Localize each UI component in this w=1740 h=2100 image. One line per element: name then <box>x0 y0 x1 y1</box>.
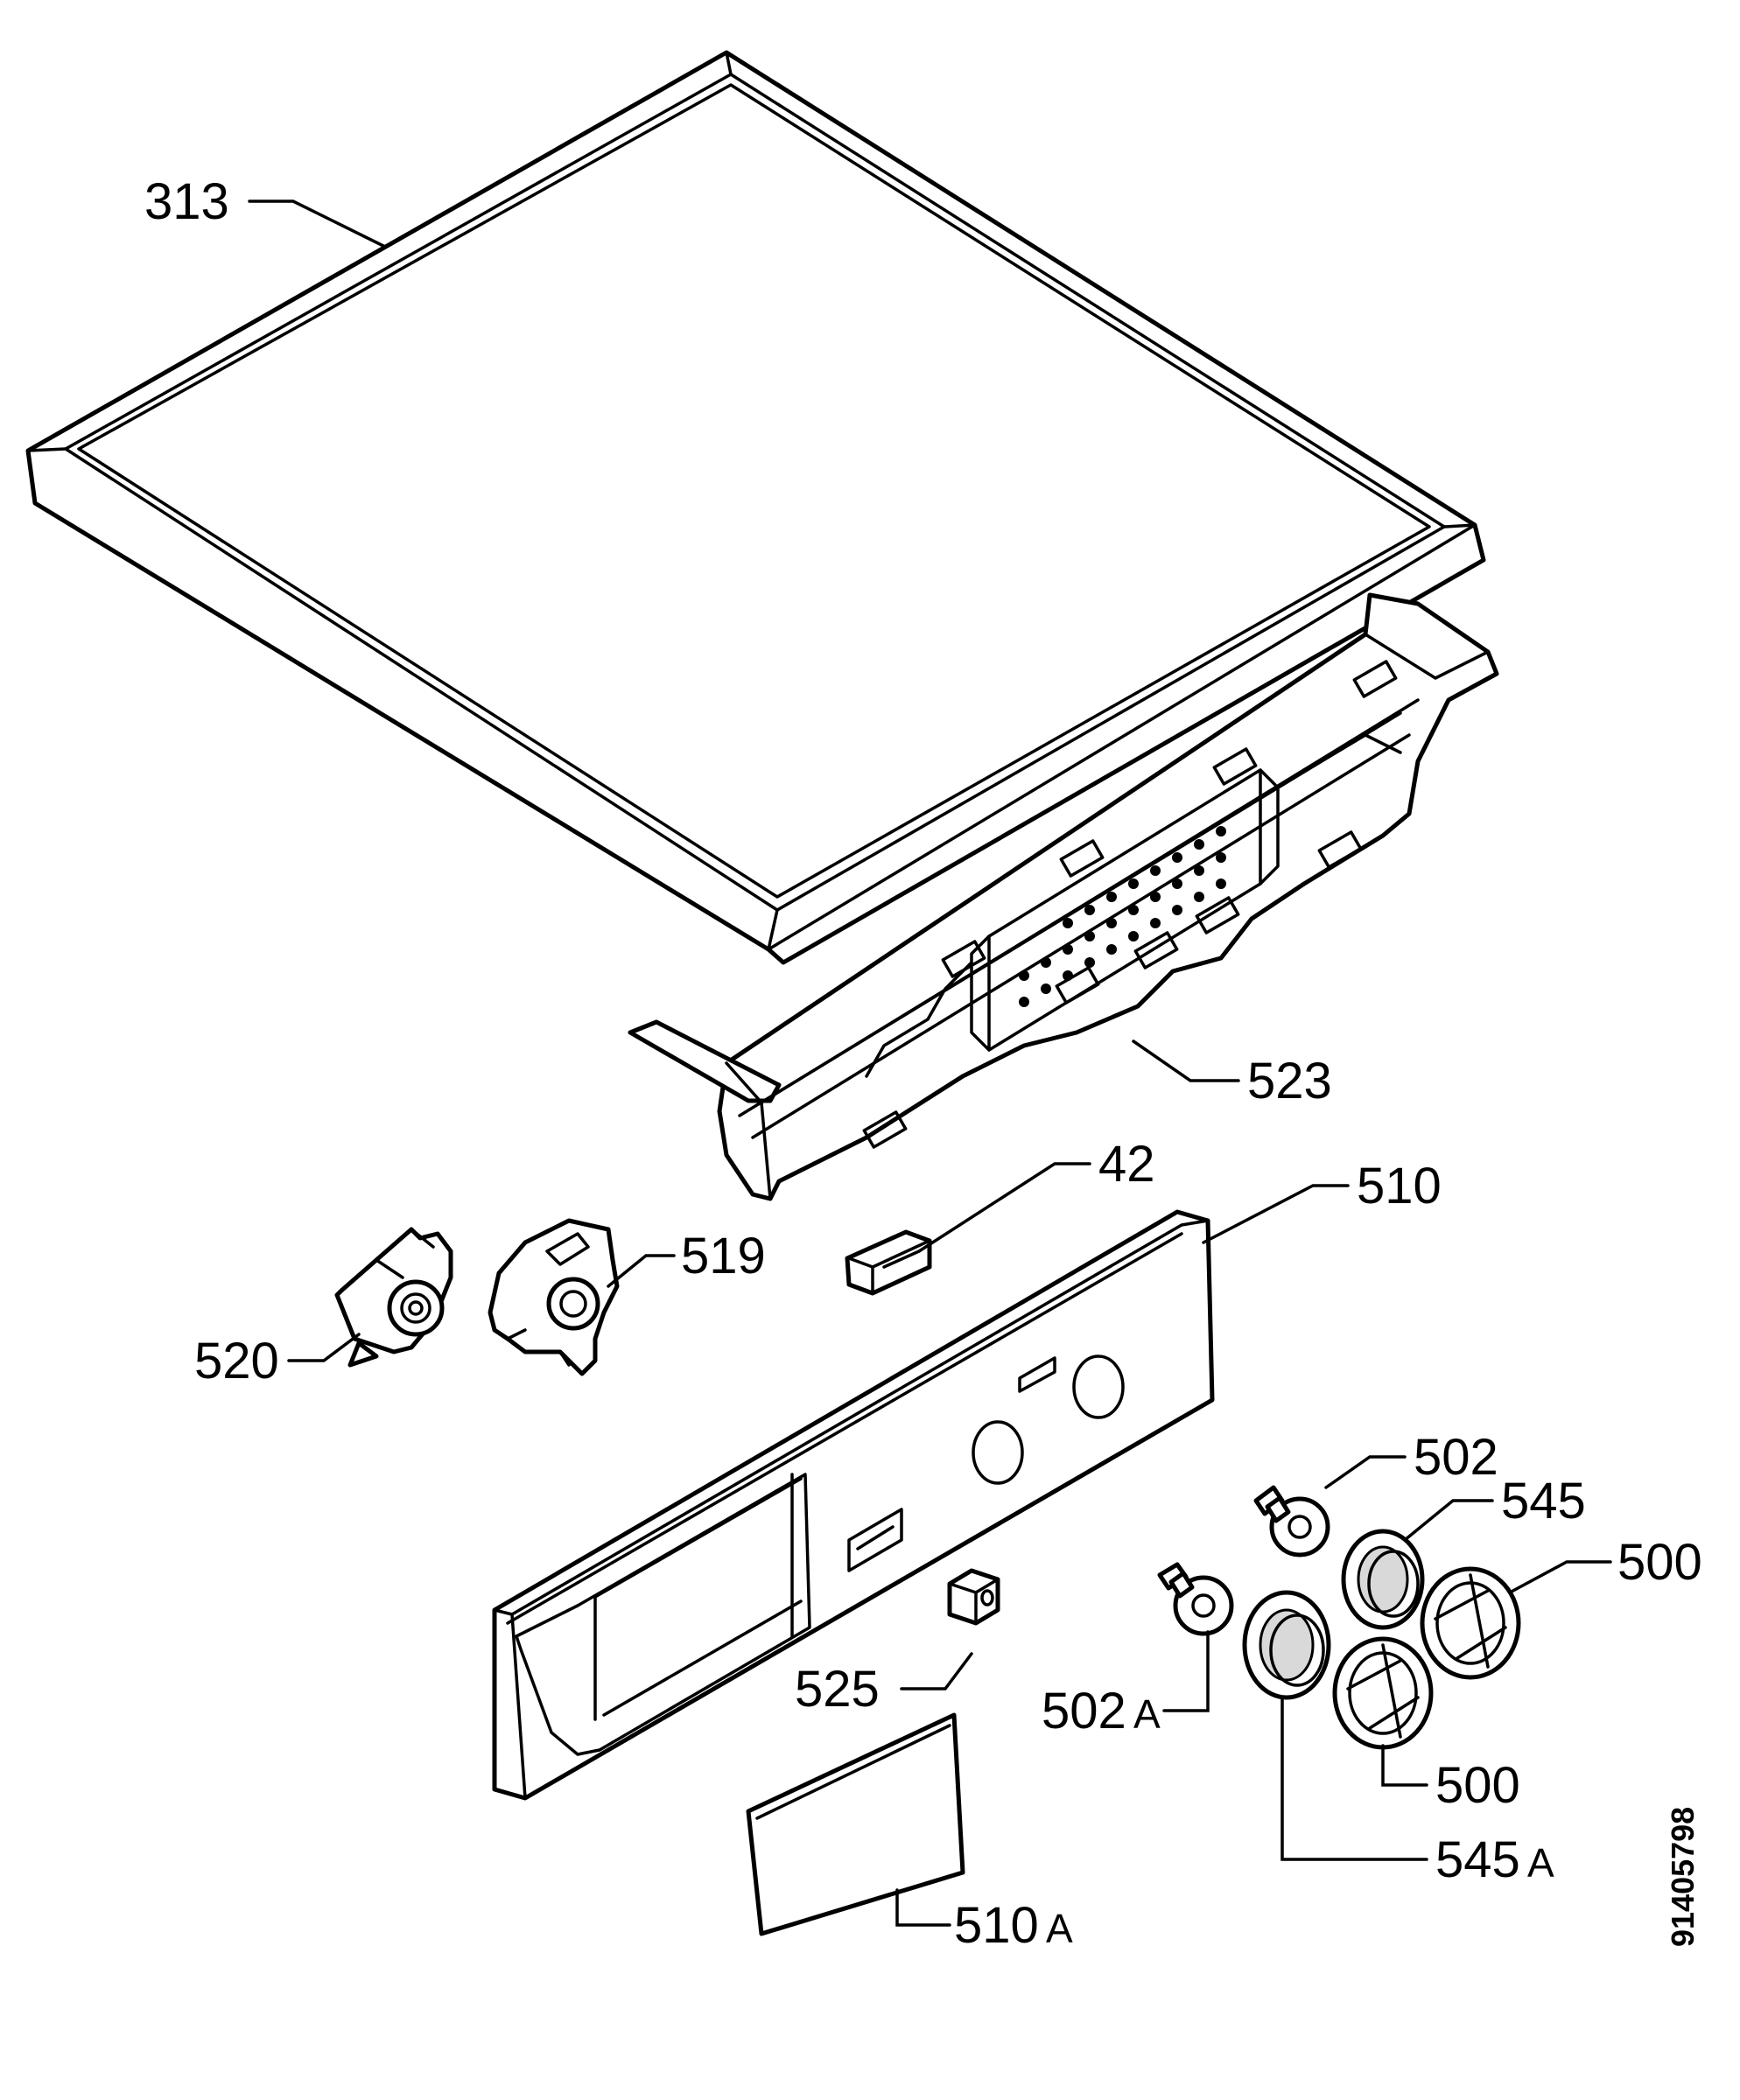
label-500-right: 500 <box>1617 1534 1702 1591</box>
vent-holes <box>1019 826 1226 1007</box>
label-520: 520 <box>194 1333 279 1390</box>
part-525-button <box>947 1568 1000 1626</box>
label-510A: 510 <box>954 1897 1039 1954</box>
label-545A-suffix: A <box>1527 1840 1554 1886</box>
part-545-bezel <box>1341 1529 1425 1630</box>
part-510-front-panel <box>492 1209 1215 1801</box>
part-42-switch <box>845 1229 932 1296</box>
leader-lines <box>248 200 1612 1927</box>
label-502A-suffix: A <box>1133 1691 1161 1737</box>
part-545A-bezel <box>1242 1590 1331 1700</box>
label-500-bottom: 500 <box>1435 1757 1520 1814</box>
label-502: 502 <box>1414 1429 1498 1486</box>
document-number: 91405798 <box>1665 1807 1701 1947</box>
label-510: 510 <box>1357 1158 1442 1214</box>
part-500-knob-bottom <box>1332 1636 1434 1750</box>
label-42: 42 <box>1098 1136 1155 1193</box>
part-510A-plate <box>746 1712 965 1936</box>
label-502A: 502 <box>1042 1683 1126 1740</box>
part-313-top-cover <box>25 50 1486 965</box>
part-519-bracket <box>488 1218 620 1376</box>
part-520-bracket <box>334 1227 453 1368</box>
callout-labels: 313 523 42 510 519 520 502 545 500 525 5… <box>144 173 1702 1954</box>
part-500-knob-right <box>1420 1566 1521 1680</box>
label-545: 545 <box>1501 1473 1586 1530</box>
part-502A-spindle <box>1157 1562 1234 1636</box>
label-545A: 545 <box>1435 1831 1520 1888</box>
part-523-panel-frame <box>628 592 1499 1201</box>
label-510A-suffix: A <box>1046 1906 1073 1951</box>
label-519: 519 <box>681 1228 766 1284</box>
label-523: 523 <box>1247 1053 1332 1110</box>
part-502-spindle <box>1253 1485 1330 1558</box>
label-313: 313 <box>144 173 229 230</box>
label-525: 525 <box>795 1661 880 1718</box>
